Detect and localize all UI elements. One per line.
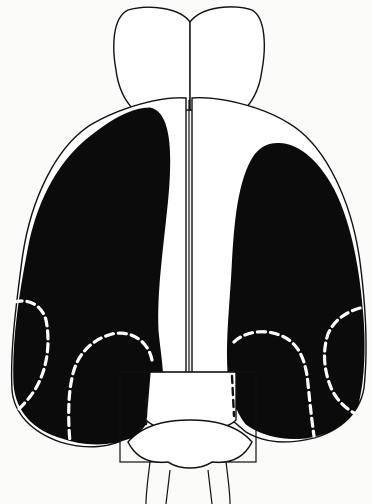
brainstem-left-edge xyxy=(146,462,150,504)
olfactory-bulb-left xyxy=(114,7,190,110)
brainstem-right-edge xyxy=(226,462,230,504)
shaded-region-left xyxy=(14,108,170,444)
brainstem-inner-left xyxy=(166,470,170,504)
cerebellum xyxy=(128,420,252,468)
shaded-region-right xyxy=(227,143,364,438)
olfactory-bulb-right xyxy=(190,7,264,110)
brainstem-inner-right xyxy=(208,470,212,504)
